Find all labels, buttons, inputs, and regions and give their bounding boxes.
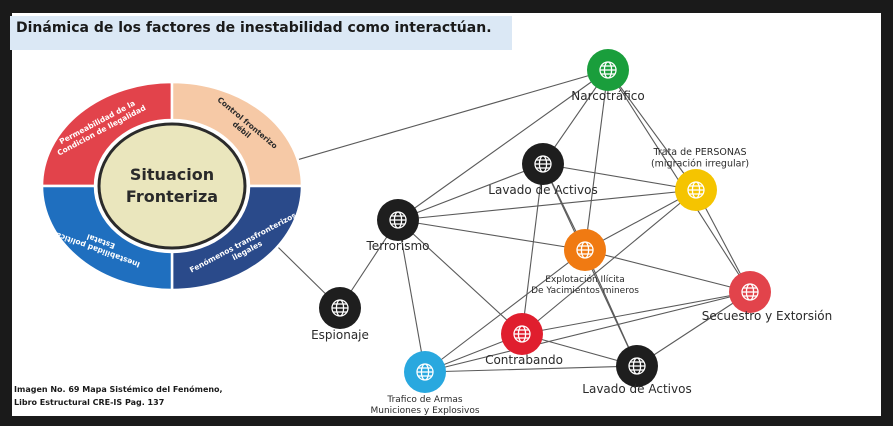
wheel-center [97, 122, 247, 250]
globe-icon [599, 61, 617, 79]
edge-secuestro-lavado2 [636, 291, 751, 367]
wheel-segment-tl [40, 80, 174, 188]
edge-armas-lavado2 [424, 365, 638, 373]
node-label: De Yacimientos mineros [531, 286, 639, 296]
edge-lavado1-trata [542, 163, 697, 191]
node-label: Lavado de Activos [488, 183, 597, 197]
globe-icon [331, 299, 349, 317]
node-label: Municiones y Explosivos [370, 406, 479, 416]
globe-icon [576, 241, 594, 259]
edge-lavado1-terror [397, 163, 544, 221]
node-label: Trafico de Armas [386, 395, 462, 405]
node-label: (migración irregular) [651, 159, 749, 170]
edge-wheel-narco [295, 69, 609, 161]
edge-secuestro-contrabando [521, 291, 751, 335]
edge-explot-secuestro [584, 249, 751, 293]
node-espionaje: Espionaje [311, 287, 369, 342]
node-lavado1: Lavado de Activos [488, 143, 598, 197]
wheel-segment-br [170, 184, 304, 292]
globe-icon [534, 155, 552, 173]
node-terror: Terrorismo [366, 199, 430, 253]
globe-icon [628, 357, 646, 375]
wheel-center-label: Fronteriza [126, 187, 218, 206]
edge-narco-trata [607, 69, 697, 191]
globe-icon [741, 283, 759, 301]
node-narco: Narcotráfico [571, 49, 645, 103]
wheel-segment-tr [170, 80, 304, 188]
node-secuestro: Secuestro y Extorsión [702, 271, 832, 323]
globe-icon [389, 211, 407, 229]
node-label: Secuestro y Extorsión [702, 309, 832, 323]
edge-trata-contrabando [521, 189, 697, 335]
globe-icon [416, 363, 434, 381]
edge-lavado1-contrabando [521, 163, 544, 335]
edge-trata-explot [584, 189, 697, 251]
caption-line-2: Libro Estructural CRE-IS Pag. 137 [14, 398, 165, 407]
edge-terror-explot [397, 219, 586, 251]
edge-terror-trata [397, 189, 697, 221]
edge-terror-contrabando [397, 219, 523, 335]
edge-secuestro-armas [424, 291, 751, 373]
node-label: Espionaje [311, 328, 369, 342]
node-label: Terrorismo [366, 239, 430, 253]
wheel-segment-bl [40, 184, 174, 292]
node-lavado2: Lavado de Activos [582, 345, 692, 396]
node-label: Trata de PERSONAS [652, 147, 746, 158]
node-trata: Trata de PERSONAS(migración irregular) [651, 147, 749, 211]
diagram-title: Dinámica de los factores de inestabilida… [16, 20, 492, 36]
title-bar [10, 16, 512, 50]
node-label: Lavado de Activos [582, 382, 691, 396]
edge-narco-explot [584, 69, 609, 251]
edge-narco-terror [397, 69, 609, 221]
edge-explot-armas [424, 249, 586, 373]
node-contrabando: Contrabando [485, 313, 563, 367]
edge-explot-lavado2 [584, 249, 638, 367]
caption-line-1: Imagen No. 69 Mapa Sistémico del Fenómen… [14, 385, 223, 394]
globe-icon [513, 325, 531, 343]
wheel-center-label: Situacion [130, 165, 214, 184]
globe-icon [687, 181, 705, 199]
edge-terror-armas [397, 219, 426, 373]
node-label: Contrabando [485, 353, 563, 367]
node-label: Narcotráfico [571, 89, 644, 103]
node-label: Explotación Ilícita [545, 274, 624, 285]
